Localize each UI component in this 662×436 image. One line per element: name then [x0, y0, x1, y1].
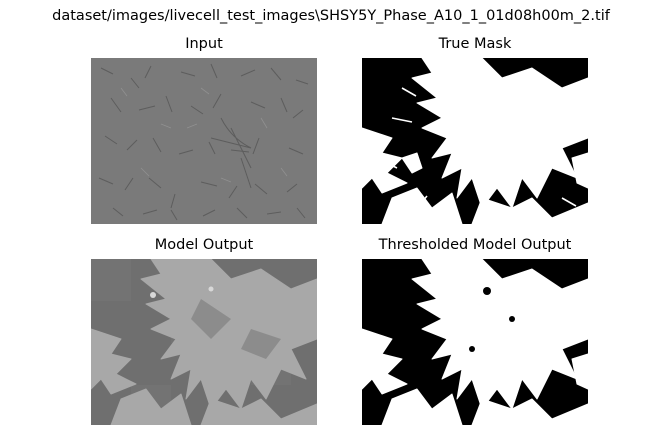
figure-suptitle: dataset/images/livecell_test_images\SHSY…: [52, 8, 610, 24]
thresholded-output-canvas: [362, 259, 588, 425]
true-mask-panel-title: True Mask: [438, 36, 512, 52]
input-background: [91, 58, 317, 224]
thresholded-output-image: [362, 259, 588, 425]
input-panel-title: Input: [185, 36, 223, 52]
true-mask-image: [362, 58, 588, 224]
model-output-panel-title: Model Output: [154, 237, 254, 253]
model-output-canvas: [91, 259, 317, 425]
true-mask-canvas: [362, 58, 588, 224]
output-cells: [91, 259, 317, 425]
model-output-image: [91, 259, 317, 425]
input-image-canvas: [91, 58, 317, 224]
thresholded-output-panel-title: Thresholded Model Output: [378, 237, 572, 253]
input-image: [91, 58, 317, 224]
threshold-cells: [362, 259, 588, 425]
input-cells: [98, 63, 309, 221]
